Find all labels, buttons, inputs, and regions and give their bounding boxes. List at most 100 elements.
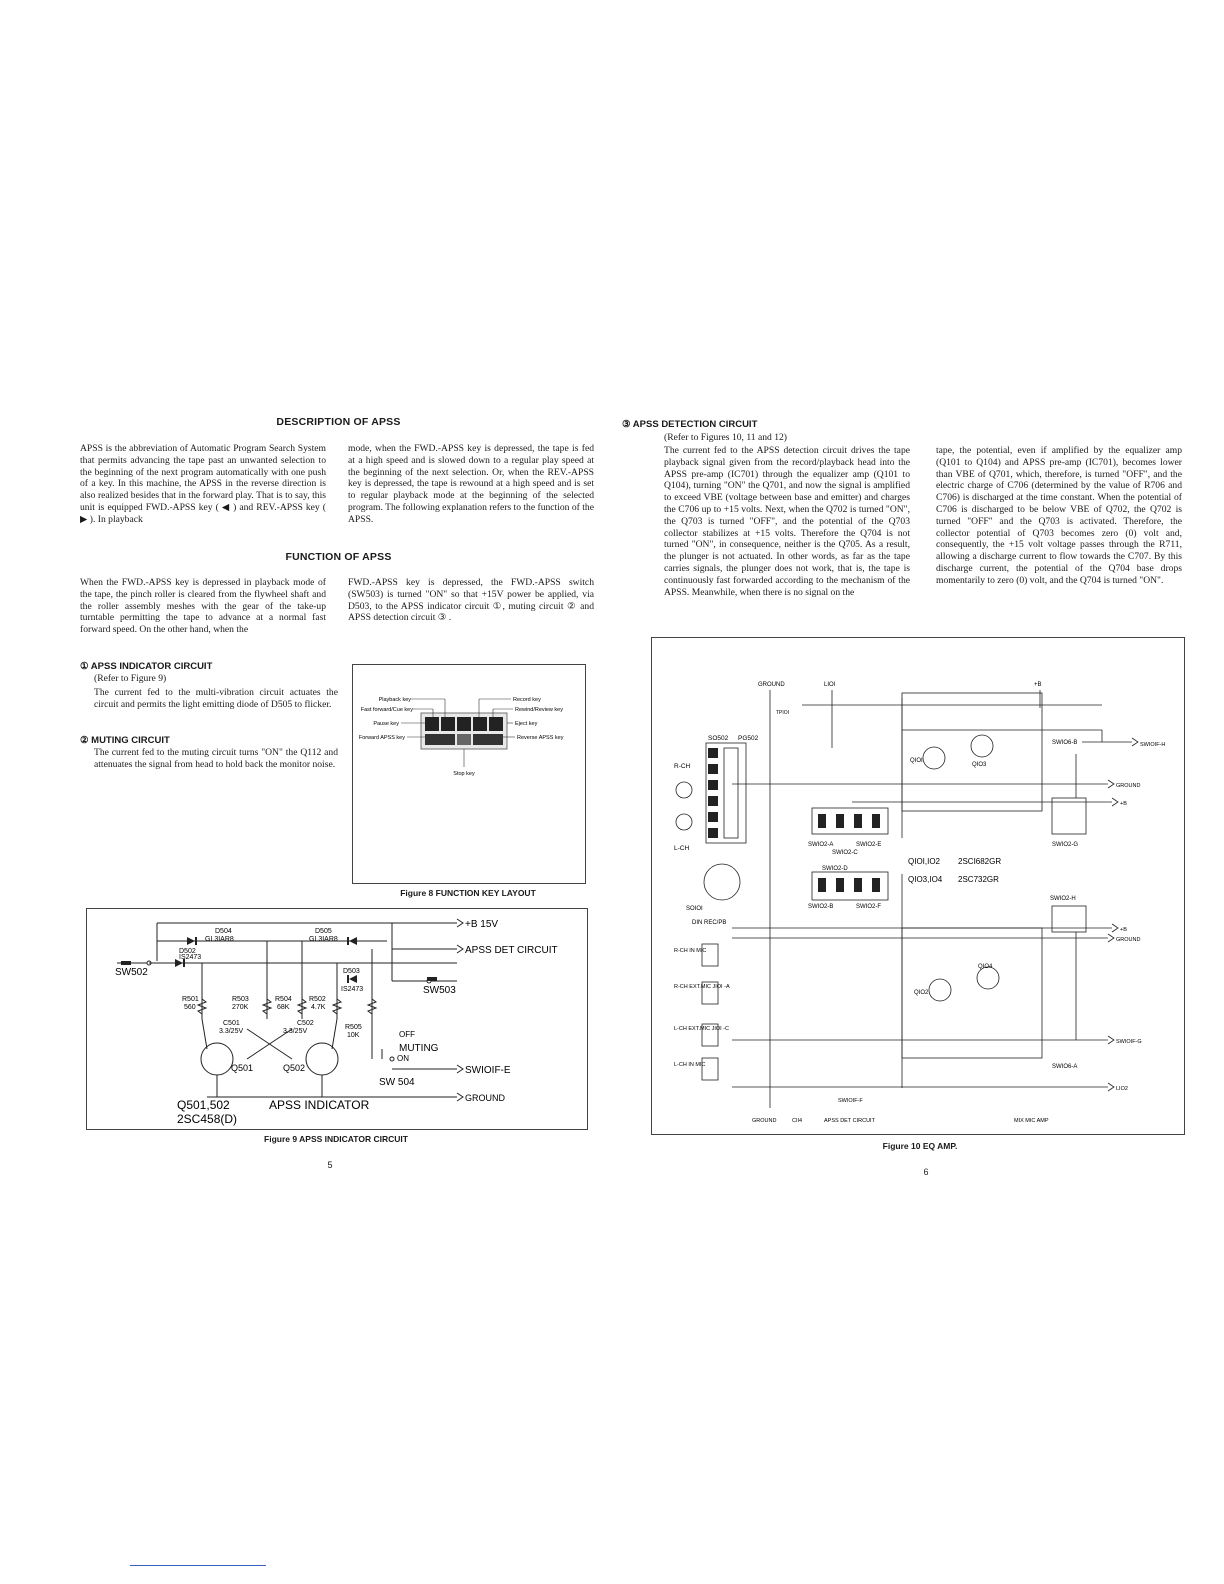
- off-label: OFF: [399, 1030, 415, 1039]
- q501-label: Q501: [231, 1063, 253, 1073]
- section1-body: The current fed to the multi-vibration c…: [94, 687, 338, 710]
- apss-indicator-schematic: +B 15V APSS DET CIRCUIT SW502 SW503 D504…: [115, 918, 558, 1126]
- so502-label: SO502: [708, 735, 729, 742]
- lch-ext-mic-label: L-CH EXT.MIC JIOI -C: [674, 1026, 729, 1032]
- function-right-column: FWD.-APSS key is depressed, the FWD.-APS…: [348, 577, 594, 624]
- d503-type: IS2473: [341, 986, 363, 993]
- section3-title: ③ APSS DETECTION CIRCUIT: [622, 419, 758, 430]
- lch-label: L-CH: [674, 845, 689, 852]
- section1-title: ① APSS INDICATOR CIRCUIT: [80, 661, 213, 672]
- sw102f-label: SWIO2-F: [856, 904, 881, 910]
- c114-label: CII4: [792, 1118, 802, 1124]
- sw102e-label: SWIO2-E: [856, 842, 881, 848]
- page-number-5: 5: [327, 1160, 333, 1170]
- label-rewind-key: Rewind/Review key: [515, 707, 563, 713]
- figure8-caption: Figure 8 FUNCTION KEY LAYOUT: [400, 888, 536, 898]
- din-label: DIN REC/PB: [692, 920, 726, 926]
- plus-b-r1-label: +B: [1120, 801, 1127, 807]
- c502-value: 3.3/25V: [283, 1028, 307, 1035]
- so101-label: SOIOI: [686, 906, 703, 912]
- d505-label: D505: [315, 928, 332, 935]
- section2-body: The current fed to the muting circuit tu…: [94, 747, 338, 770]
- ground-label: GROUND: [465, 1093, 505, 1103]
- q-list2-label: QIO3,IO4: [908, 875, 943, 884]
- d505-type: GL3IAR8: [309, 936, 338, 943]
- q103-label: QIO3: [972, 762, 987, 768]
- rch-label: R-CH: [674, 763, 691, 770]
- sw102g-label: SWIO2-G: [1052, 842, 1078, 848]
- sw503-label: SW503: [423, 985, 456, 996]
- ground-r2-label: GROUND: [1116, 937, 1140, 943]
- li01-label: LIOI: [824, 682, 836, 688]
- section3-right-column: tape, the potential, even if amplified b…: [936, 445, 1182, 586]
- figure10-caption: Figure 10 EQ AMP.: [882, 1141, 958, 1151]
- d502-type: IS2473: [179, 954, 201, 961]
- sw504-label: SW 504: [379, 1077, 415, 1088]
- r502-label: R502: [309, 996, 326, 1003]
- mix-mic-label: MIX MIC AMP: [1014, 1118, 1049, 1124]
- figure9-caption: Figure 9 APSS INDICATOR CIRCUIT: [264, 1134, 408, 1144]
- section3-left-column: The current fed to the APSS detection ci…: [664, 445, 910, 598]
- schematic-title: APSS INDICATOR: [269, 1098, 370, 1112]
- pg502-label: PG502: [738, 735, 759, 742]
- q502-label: Q502: [283, 1063, 305, 1073]
- key-panel: [420, 712, 508, 750]
- r501-label: R501: [182, 996, 199, 1003]
- swioif-h-label: SWIOIF-H: [1140, 742, 1165, 748]
- tp101-label: TPIOI: [776, 710, 789, 716]
- q102-label: QIO2: [914, 990, 929, 996]
- sw102c-label: SWIO2-C: [832, 850, 858, 856]
- transistors-label: Q501,502: [177, 1098, 230, 1112]
- swioif-label: SWIOIF-E: [465, 1065, 511, 1076]
- q-type2-label: 2SC732GR: [958, 875, 999, 884]
- figure9-frame: +B 15V APSS DET CIRCUIT SW502 SW503 D504…: [86, 908, 588, 1130]
- function-left-column: When the FWD.-APSS key is depressed in p…: [80, 577, 326, 636]
- apss-det-bottom-label: APSS DET CIRCUIT: [824, 1118, 876, 1124]
- label-eject-key: Eject key: [515, 721, 538, 727]
- sw102b-label: SWIO2-B: [808, 904, 833, 910]
- apss-det-label: APSS DET CIRCUIT: [465, 945, 558, 956]
- d504-label: D504: [215, 928, 232, 935]
- lch-in-mic-label: L-CH IN MIC: [674, 1062, 706, 1068]
- label-playback-key: Playback key: [379, 697, 412, 703]
- plus-b-r2-label: +B: [1120, 927, 1127, 933]
- r503-label: R503: [232, 996, 249, 1003]
- r502-value: 4.7K: [311, 1004, 326, 1011]
- d503-label: D503: [343, 968, 360, 975]
- label-reverse-apss-key: Reverse APSS key: [517, 735, 564, 741]
- label-stop-key: Stop key: [453, 771, 475, 777]
- description-left-column: APSS is the abbreviation of Automatic Pr…: [80, 443, 326, 525]
- sw106b-label: SWIO6-B: [1052, 740, 1077, 746]
- figure10-frame: GROUND LIOI +B TPIOI SO502 PG502 R-CH L-…: [651, 637, 1185, 1135]
- transistor-type-label: 2SC458(D): [177, 1112, 237, 1126]
- sw102a-label: SWIO2-A: [808, 842, 833, 848]
- heading-function-of-apss: FUNCTION OF APSS: [285, 551, 392, 563]
- q-list1-label: QIOI,IO2: [908, 857, 941, 866]
- heading-description-of-apss: DESCRIPTION OF APSS: [276, 416, 401, 428]
- section3-ref: (Refer to Figures 10, 11 and 12): [664, 432, 788, 443]
- ground-top-label: GROUND: [758, 682, 785, 688]
- c501-value: 3.3/25V: [219, 1028, 243, 1035]
- on-label: ON: [397, 1054, 409, 1063]
- r501-value: 560: [184, 1004, 196, 1011]
- description-right-column: mode, when the FWD.-APSS key is depresse…: [348, 443, 594, 525]
- sw502-label: SW502: [115, 967, 148, 978]
- sw102d-label: SWIO2-D: [822, 866, 848, 872]
- d504-type: GL3IAR8: [205, 936, 234, 943]
- rch-ext-mic-label: R-CH EXT.MIC JIOI -A: [674, 984, 730, 990]
- r505-value: 10K: [347, 1032, 360, 1039]
- ground-bottom-label: GROUND: [752, 1118, 776, 1124]
- sw102h-label: SWIO2-H: [1050, 896, 1076, 902]
- li02-label: LIO2: [1116, 1086, 1128, 1092]
- bottom-rule: [130, 1565, 266, 1566]
- swioif-g-label: SWIOIF-G: [1116, 1039, 1142, 1045]
- q104-label: QIO4: [978, 964, 993, 970]
- r505-label: R505: [345, 1024, 362, 1031]
- ground-r1-label: GROUND: [1116, 783, 1140, 789]
- eq-amp-schematic: GROUND LIOI +B TPIOI SO502 PG502 R-CH L-…: [674, 682, 1165, 1124]
- q-type1-label: 2SCI682GR: [958, 857, 1001, 866]
- label-fast-forward-key: Fast forward/Cue key: [361, 707, 414, 713]
- r503-value: 270K: [232, 1004, 249, 1011]
- c501-label: C501: [223, 1020, 240, 1027]
- d502-label: D502: [179, 948, 196, 955]
